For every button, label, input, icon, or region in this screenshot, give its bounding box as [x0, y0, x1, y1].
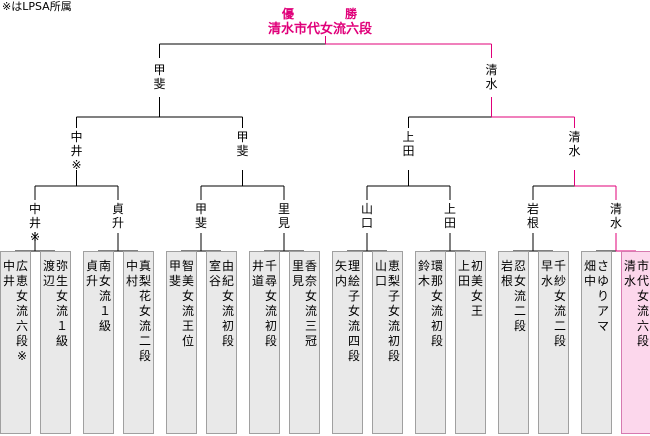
player-box: 甲斐智美女流王位 — [166, 251, 197, 434]
champion-title: 優 勝 — [260, 6, 380, 22]
quarterfinal-winner-3: 上田 — [402, 130, 415, 158]
player-given-name-title: 広恵女流六段※ — [16, 259, 29, 363]
player-box: 上田初美女王 — [455, 251, 486, 434]
player-given-name-title: 千尋女流初段 — [265, 259, 278, 348]
player-given-name-title: 市代女流六段 — [637, 259, 650, 348]
player-given-name-title: さゆりアマ — [597, 259, 610, 333]
quarterfinal-winner-2: 甲斐 — [236, 130, 249, 158]
player-box: 岩根忍女流二段 — [498, 251, 529, 434]
player-given-name-title: 真梨花女流二段 — [139, 259, 152, 363]
player-surname: 室谷 — [209, 259, 222, 288]
player-box: 室谷由紀女流初段 — [206, 251, 237, 434]
player-box: 矢内理絵子女流四段 — [332, 251, 363, 434]
player-box: 鈴木環那女流初段 — [415, 251, 446, 434]
champion-title-char-2: 勝 — [344, 7, 358, 21]
player-box: 中村真梨花女流二段 — [123, 251, 154, 434]
player-box: 早水千紗女流二段 — [538, 251, 569, 434]
round1-winner-4: 里見 — [277, 202, 290, 230]
player-given-name-title: 初美女王 — [471, 259, 484, 318]
player-given-name-title: 南女流１級 — [99, 259, 112, 333]
semifinal-winner-2: 清水 — [485, 63, 498, 91]
player-surname: 上田 — [458, 259, 471, 288]
player-surname: 貞升 — [86, 259, 99, 288]
player-given-name-title: 香奈女流三冠 — [305, 259, 318, 348]
player-surname: 中井 — [3, 259, 16, 288]
quarterfinal-winner-4: 清水 — [568, 130, 581, 158]
player-given-name-title: 智美女流王位 — [182, 259, 195, 348]
player-box: 里見香奈女流三冠 — [289, 251, 320, 434]
player-surname: 早水 — [541, 259, 554, 288]
player-surname: 山口 — [375, 259, 388, 288]
round1-winner-7: 岩根 — [526, 202, 539, 230]
player-surname: 鈴木 — [418, 259, 431, 288]
player-given-name-title: 理絵子女流四段 — [348, 259, 361, 363]
player-box: 清水市代女流六段 — [621, 251, 650, 434]
player-box: 井道千尋女流初段 — [249, 251, 280, 434]
round1-winner-5: 山口 — [360, 202, 373, 230]
round1-winner-2: 貞升 — [111, 202, 124, 230]
round1-winner-1: 中井 ※ — [28, 202, 41, 244]
player-box: 畑中さゆりアマ — [581, 251, 612, 434]
player-given-name-title: 千紗女流二段 — [554, 259, 567, 348]
player-surname: 渡辺 — [43, 259, 56, 288]
player-box: 渡辺弥生女流１級 — [40, 251, 71, 434]
player-given-name-title: 弥生女流１級 — [56, 259, 69, 348]
player-given-name-title: 環那女流初段 — [431, 259, 444, 348]
player-surname: 井道 — [252, 259, 265, 288]
player-surname: 甲斐 — [169, 259, 182, 288]
player-surname: 里見 — [292, 259, 305, 288]
champion-name: 清水市代女流六段 — [267, 22, 372, 37]
player-given-name-title: 恵梨子女流初段 — [388, 259, 401, 363]
player-surname: 中村 — [126, 259, 139, 288]
player-box: 中井広恵女流六段※ — [0, 251, 31, 434]
lpsa-note: ※はLPSA所属 — [2, 0, 72, 13]
quarterfinal-winner-1: 中井 ※ — [70, 130, 83, 172]
semifinal-winner-1: 甲斐 — [153, 63, 166, 91]
player-given-name-title: 由紀女流初段 — [222, 259, 235, 348]
player-given-name-title: 忍女流二段 — [514, 259, 527, 333]
round1-winner-3: 甲斐 — [194, 202, 207, 230]
champion-heading: 優 勝 清水市代女流六段 — [260, 6, 380, 38]
player-surname: 畑中 — [584, 259, 597, 288]
player-surname: 矢内 — [335, 259, 348, 288]
round1-winner-6: 上田 — [443, 202, 456, 230]
player-box: 山口恵梨子女流初段 — [372, 251, 403, 434]
player-surname: 清水 — [624, 259, 637, 288]
round1-winner-8: 清水 — [609, 202, 622, 230]
champion-title-char-1: 優 — [282, 7, 296, 21]
player-box: 貞升南女流１級 — [83, 251, 114, 434]
player-surname: 岩根 — [501, 259, 514, 288]
